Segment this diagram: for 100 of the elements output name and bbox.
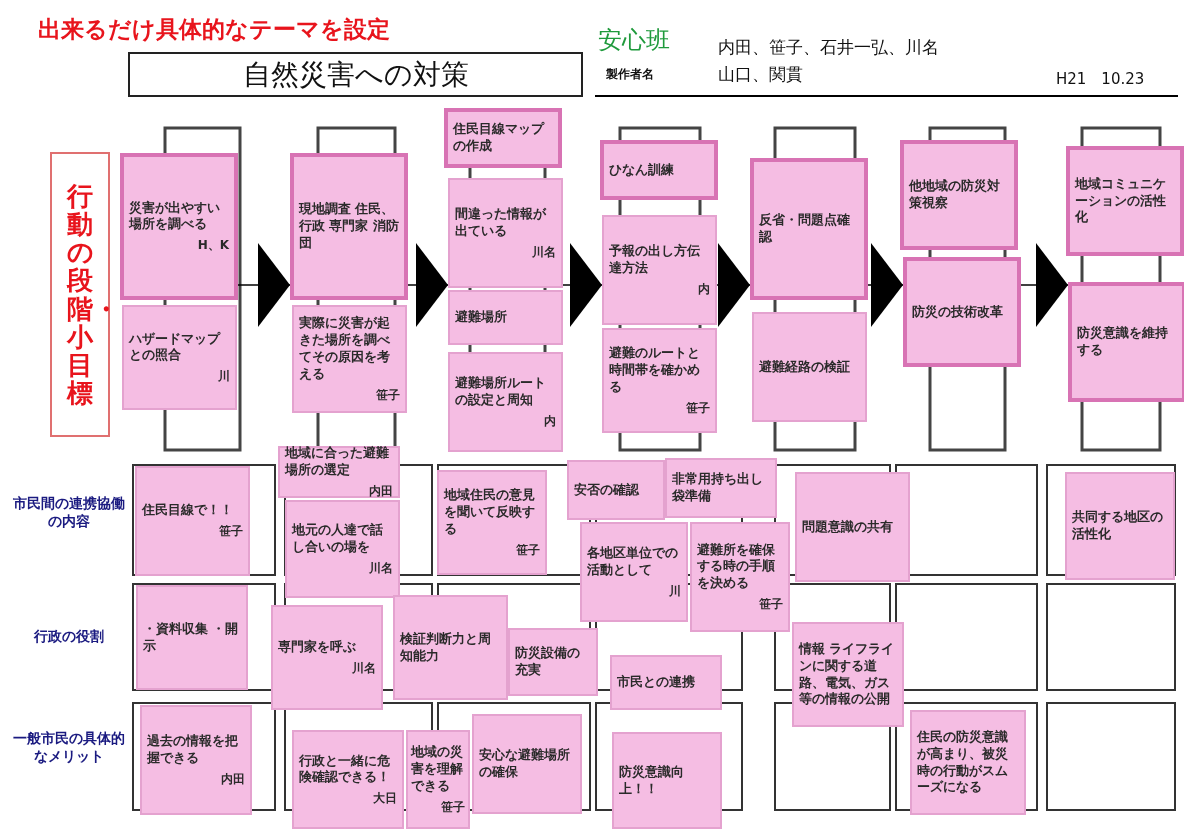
theme-box: 自然災害への対策	[128, 52, 583, 97]
sticky-note	[903, 257, 1021, 367]
author-name: 内	[543, 412, 556, 429]
note-text: 防災意識を維持する	[1077, 325, 1169, 359]
sticky-note	[602, 328, 717, 433]
author-name: 川名	[368, 559, 393, 576]
note-text: 情報 ライフラインに関する道路、電気、ガス等の情報の公開	[799, 640, 896, 709]
author-name: 笹子	[375, 386, 400, 403]
sticky-note	[393, 595, 508, 700]
note-text: 現地調査 住民、行政 専門家 消防団	[299, 201, 399, 252]
sticky-note	[472, 714, 582, 814]
sticky-note	[290, 153, 408, 300]
row-heading: 市民間の連携協働の内容	[12, 495, 126, 531]
author-name: 川名	[351, 659, 376, 677]
note-text: 専門家を呼ぶ	[278, 638, 357, 656]
sticky-note	[580, 522, 688, 622]
sticky-note	[792, 622, 904, 727]
sticky-note	[140, 705, 252, 815]
sticky-note	[690, 522, 790, 632]
sticky-note	[612, 732, 722, 829]
note-text: 間違った情報が出ている	[455, 206, 548, 240]
sticky-note	[437, 470, 547, 575]
author-name: 大日	[372, 790, 397, 807]
note-text: 問題意識の共有	[802, 518, 894, 536]
sticky-note	[567, 460, 665, 520]
note-text: 避難場所	[455, 309, 508, 326]
author-name: H、K	[196, 237, 229, 254]
note-text: 防災設備の充実	[515, 645, 581, 679]
sticky-note	[292, 730, 404, 829]
sticky-note	[1066, 146, 1184, 256]
note-text: 防災の技術改革	[912, 303, 1004, 321]
stage-arrow	[1020, 243, 1069, 327]
sticky-note	[600, 140, 718, 200]
row-heading: 一般市民の具体的なメリット	[12, 730, 126, 766]
note-text: 地域コミュニケーションの活性化	[1075, 175, 1167, 227]
sticky-note	[292, 305, 407, 413]
note-text: ハザードマップとの照合	[129, 330, 222, 365]
note-text: 防災意識向上！！	[619, 763, 685, 798]
author-name: 笹子	[218, 523, 243, 540]
stage-arrow	[407, 243, 449, 327]
sticky-note	[271, 605, 383, 710]
note-text: 安心な避難場所の確保	[479, 747, 571, 781]
note-text: 共同する地区の活性化	[1072, 509, 1164, 543]
note-text: ひなん訓練	[609, 161, 675, 179]
note-text: 地域に合った避難場所の選定	[285, 445, 390, 479]
sticky-note	[406, 730, 470, 829]
author-name: 笹子	[685, 399, 710, 416]
field-caption: 製作者名	[606, 66, 654, 83]
stage-arrow	[716, 243, 751, 327]
note-text: ・資料収集 ・開示	[143, 620, 240, 655]
sticky-note	[285, 500, 400, 598]
note-text: 実際に災害が起きた場所を調べてその原因を考える	[299, 315, 391, 383]
group-name: 安心班	[598, 25, 670, 56]
note-text: 住民目線マップの作成	[453, 121, 546, 155]
author-name: 川	[217, 368, 230, 385]
sticky-note	[752, 312, 867, 422]
sticky-note	[1068, 282, 1184, 402]
row-heading: 行政の役割	[33, 628, 105, 646]
note-text: 災害が出やすい場所を調べる	[129, 199, 221, 234]
member-names: 内田、笹子、石井一弘、川名	[718, 36, 939, 59]
sticky-note	[136, 585, 248, 690]
note-text: 避難場所ルートの設定と周知	[455, 375, 547, 409]
date-text: H21 10.23	[1056, 70, 1145, 89]
author-name: 川	[668, 582, 681, 599]
author-name: 笹子	[758, 596, 783, 613]
note-text: 避難のルートと時間帯を確かめる	[609, 345, 701, 396]
note-text: 住民目線で！！	[142, 502, 234, 520]
note-text: 行政と一緒に危険確認できる！	[299, 752, 391, 787]
sticky-note	[278, 446, 400, 498]
note-text: 避難所を確保する時の手順を決める	[697, 541, 776, 593]
note-text: 避難経路の検証	[759, 358, 851, 376]
note-text: 市民との連携	[617, 674, 696, 691]
sticky-note	[448, 290, 563, 345]
sticky-note	[900, 140, 1018, 250]
stage-arrow	[867, 243, 904, 327]
note-text: 地域住民の意見を聞いて反映する	[444, 487, 536, 538]
author-name: 笹子	[440, 798, 465, 815]
sticky-note	[508, 628, 598, 696]
note-text: 各地区単位での活動として	[587, 545, 679, 579]
sticky-note	[910, 710, 1026, 815]
sticky-note	[444, 108, 562, 168]
author-name: 内田	[368, 482, 393, 499]
note-text: 住民の防災意識が高まり、被災時の行動がスムーズになる	[917, 728, 1009, 797]
sticky-note	[122, 305, 237, 410]
note-text: 他地域の防災対策視察	[909, 178, 1001, 212]
author-name: 笹子	[515, 541, 540, 558]
sticky-note	[602, 215, 717, 325]
sticky-note	[135, 466, 250, 576]
stage-arrow	[237, 243, 291, 327]
author-name: 内	[697, 280, 710, 297]
author-names: 山口、関貫	[718, 63, 803, 86]
note-text: 過去の情報を把握できる	[147, 733, 239, 767]
note-text: 安否の確認	[574, 481, 640, 499]
sticky-note	[448, 352, 563, 452]
note-text: 予報の出し方伝達方法	[609, 243, 701, 277]
sticky-note	[665, 458, 777, 518]
author-name: 川名	[531, 243, 556, 260]
note-text: 地域の災害を理解できる	[411, 744, 464, 795]
stage-arrow	[562, 243, 603, 327]
heading-text: 出来るだけ具体的なテーマを設定	[38, 15, 390, 44]
